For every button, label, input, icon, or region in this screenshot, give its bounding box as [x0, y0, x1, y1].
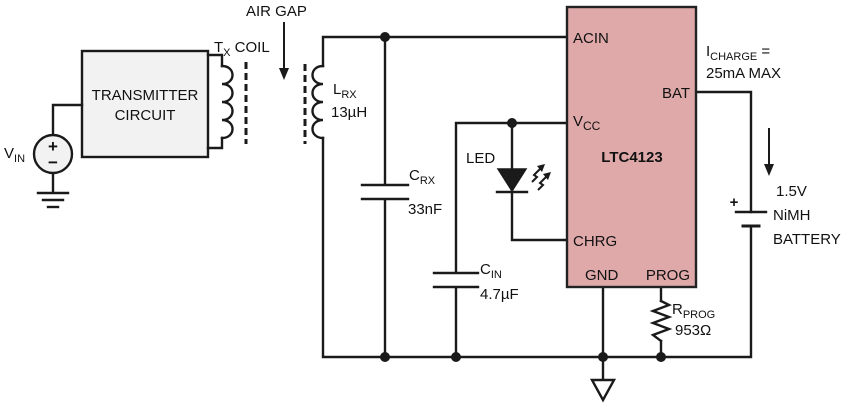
transmitter-label-line2: CIRCUIT [115, 107, 176, 124]
bat-wire [694, 90, 753, 214]
junction-dot [656, 352, 666, 362]
rprog-value: 953Ω [675, 322, 711, 339]
resistor-rprog: RPROG 953Ω [649, 299, 715, 343]
ltc4123-ic: LTC4123 ACIN VCC CHRG BAT GND PROG [565, 5, 698, 289]
vin-source-minus: − [48, 153, 58, 172]
vin-source-plus: + [48, 137, 58, 156]
led-diode-icon [496, 168, 528, 193]
rprog-zigzag [649, 299, 673, 343]
tx-coil-lead-bottom [206, 136, 224, 150]
icharge-label: ICHARGE = [706, 43, 770, 63]
vcc-wire [454, 121, 569, 274]
tx-coil-label: TX COIL [214, 39, 270, 59]
cin-label: CIN [480, 261, 502, 281]
transmitter-label-line1: TRANSMITTER [92, 87, 199, 104]
acin-rail [321, 35, 569, 68]
battery-label-line3: BATTERY [773, 231, 841, 248]
source-ground-icon [36, 191, 70, 209]
vin-label: VIN [4, 145, 25, 165]
ground-rail [321, 136, 753, 359]
junction-dot [380, 352, 390, 362]
crx-label: CRX [409, 167, 436, 187]
air-gap-label: AIR GAP [246, 3, 307, 20]
battery-plus-sign: + [730, 194, 739, 211]
rx-coil-winding [311, 64, 325, 140]
vin-source-symbol [32, 133, 74, 175]
transmitter-side: TRANSMITTER CIRCUIT + − VIN TX COIL [4, 39, 270, 209]
ic-part-number: LTC4123 [601, 149, 662, 166]
rprog-label: RPROG [672, 301, 715, 321]
junction-dot [380, 32, 390, 42]
tx-coil-winding [220, 64, 234, 140]
icharge-value: 25mA MAX [706, 65, 781, 82]
battery: + 1.5V NiMH BATTERY [730, 183, 841, 248]
tx-coil-lead-top [206, 53, 224, 68]
pin-bat: BAT [662, 85, 690, 102]
receiver-coil: LRX 13µH [303, 64, 367, 144]
air-gap-arrow-icon [279, 68, 289, 80]
pin-chrg: CHRG [573, 233, 617, 250]
led-label: LED [466, 150, 495, 167]
cin-value: 4.7µF [480, 286, 519, 303]
led-light-rays-icon [531, 164, 551, 191]
charge-current: ICHARGE = 25mA MAX [706, 43, 781, 176]
battery-label-line2: NiMH [773, 207, 811, 224]
junction-dots [380, 32, 666, 362]
transmitter-circuit-block [80, 49, 210, 159]
capacitor-crx: CRX 33nF [360, 167, 442, 218]
air-gap: AIR GAP [246, 3, 307, 80]
vin-wire-top [51, 103, 84, 137]
lrx-label: LRX [333, 81, 357, 101]
junction-dot [507, 118, 517, 128]
ground-icon [589, 378, 617, 403]
led-wire-bottom [510, 190, 569, 242]
battery-label-line1: 1.5V [776, 183, 807, 200]
capacitor-cin: CIN 4.7µF [432, 261, 519, 303]
junction-dot [451, 352, 461, 362]
pin-prog: PROG [646, 267, 690, 284]
lrx-value: 13µH [331, 104, 367, 121]
icharge-arrow-icon [764, 164, 774, 176]
wiring [321, 35, 753, 382]
led-diode: LED [466, 150, 551, 194]
pin-acin: ACIN [573, 30, 609, 47]
crx-value: 33nF [408, 201, 442, 218]
pin-vcc: VCC [573, 113, 601, 133]
junction-dot [598, 352, 608, 362]
pin-gnd: GND [585, 267, 619, 284]
ic-body [565, 5, 698, 289]
